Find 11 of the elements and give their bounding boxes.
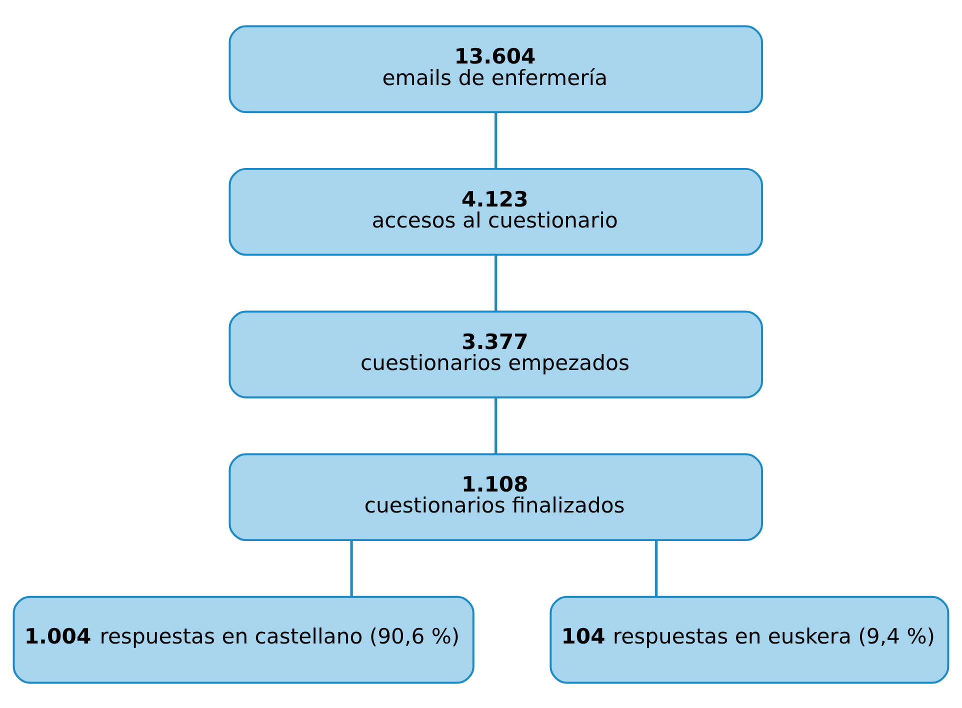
connector xyxy=(655,540,658,596)
node-box: 13.604 emails de enfermería xyxy=(228,24,763,113)
node-box: 1.108 cuestionarios finalizados xyxy=(228,452,763,541)
connector xyxy=(494,254,498,311)
node-box: 104 respuestas en euskera (9,4 %) xyxy=(550,595,950,684)
node-box: 4.123 accesos al cuestionario xyxy=(228,167,763,256)
node-box: 1.004 respuestas en castellano (90,6 %) xyxy=(12,595,474,684)
node-box: 3.377 cuestionarios empezados xyxy=(228,310,763,398)
connector xyxy=(494,397,498,454)
connector xyxy=(350,540,353,596)
connector xyxy=(494,112,498,168)
